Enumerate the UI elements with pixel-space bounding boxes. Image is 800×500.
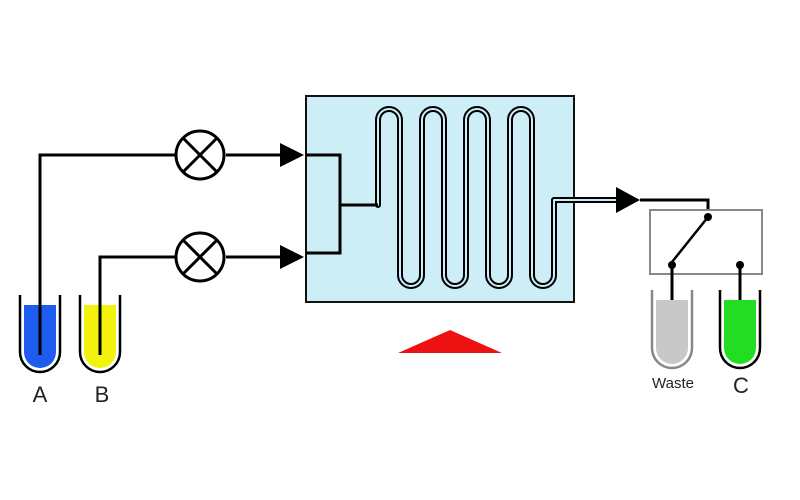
container-a [18,295,62,374]
switch-lever [671,216,709,263]
arrow-b [280,245,304,269]
label-waste: Waste [652,375,694,392]
container-waste [650,290,694,370]
pump-a-icon [174,129,226,181]
label-c: C [733,373,749,398]
pump-b-icon [174,231,226,283]
switch-contact-top [704,213,712,221]
heater-icon [398,330,502,353]
arrow-a [280,143,304,167]
serpentine-channel-inner [377,108,621,287]
container-b [78,295,122,374]
inlet-manifold [306,153,378,255]
container-c [718,290,762,370]
label-b: B [95,382,110,407]
tube-a [38,153,176,355]
label-a: A [33,382,48,407]
outlet-arrow [616,187,640,213]
